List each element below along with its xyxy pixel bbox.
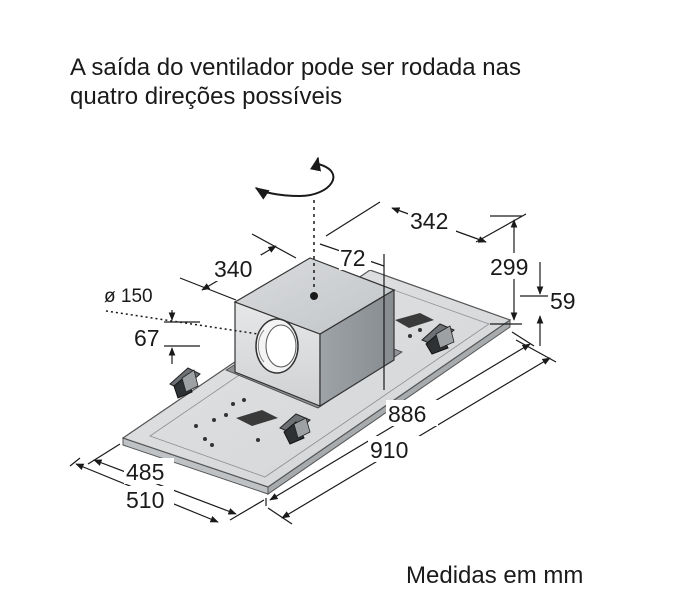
panel-cutout <box>236 410 278 426</box>
rotation-arrow-icon <box>254 156 335 200</box>
dim-label-340: 340 <box>214 256 252 282</box>
screw-hole <box>203 437 207 441</box>
caption-line-1: A saída do ventilador pode ser rodada na… <box>70 54 521 81</box>
screw-hole <box>408 334 412 338</box>
screw-hole <box>242 398 246 402</box>
dim-label-67: 67 <box>134 325 160 351</box>
screw-hole <box>256 438 260 442</box>
screw-hole <box>210 443 214 447</box>
dim-label-299: 299 <box>490 254 528 280</box>
panel-cutout <box>395 313 434 328</box>
fan-outlet <box>255 318 299 374</box>
caption-line-2: quatro direções possíveis <box>70 83 343 110</box>
rotation-axis-dot <box>310 292 318 300</box>
dim-label-342: 342 <box>410 208 448 234</box>
mounting-bracket-left <box>169 367 201 399</box>
dim-label-886: 886 <box>388 401 426 427</box>
dim-label-485: 485 <box>126 459 164 485</box>
screw-hole <box>418 328 422 332</box>
units-note: Medidas em mm <box>406 562 584 589</box>
dim-label-diameter: ø 150 <box>104 286 153 307</box>
dim-label-510: 510 <box>126 487 164 513</box>
dim-label-59: 59 <box>550 288 576 314</box>
dim-label-910: 910 <box>370 437 408 463</box>
screw-hole <box>224 413 228 417</box>
screw-hole <box>212 418 216 422</box>
caption-rotation-note: A saída do ventilador pode ser rodada na… <box>70 53 521 111</box>
dim-label-72: 72 <box>340 245 366 271</box>
panel-details <box>194 328 422 447</box>
screw-hole <box>231 402 235 406</box>
screw-hole <box>194 424 198 428</box>
